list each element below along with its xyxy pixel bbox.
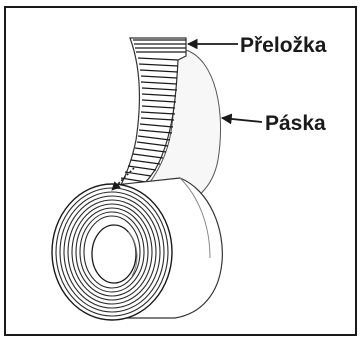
fold-label: Přeložka [240, 34, 327, 57]
tape-label: Páska [265, 112, 326, 135]
tape-callout-arrow [222, 118, 262, 122]
roll-front-face [52, 184, 172, 320]
